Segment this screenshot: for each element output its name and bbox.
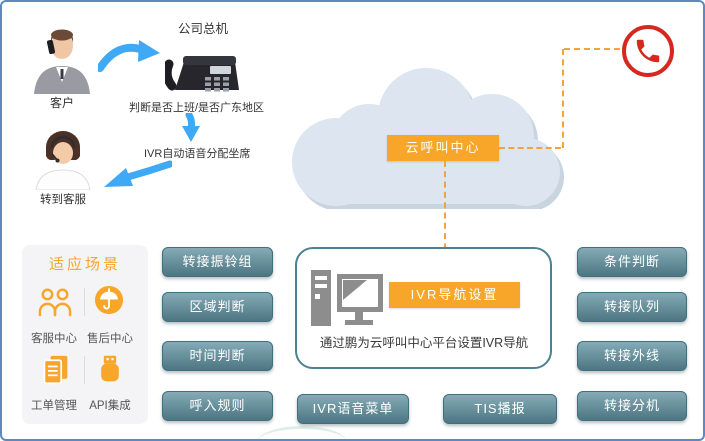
judge-text: 判断是否上班/是否广东地区 <box>129 102 265 114</box>
button-transfer-queue[interactable]: 转接队列 <box>577 292 687 322</box>
cloud-call-center-label: 云呼叫中心 <box>387 135 499 161</box>
desk-phone-icon <box>165 56 239 92</box>
dashed-connector <box>499 147 561 149</box>
button-transfer-extension[interactable]: 转接分机 <box>577 391 687 421</box>
switchboard-label: 公司总机 <box>177 22 228 36</box>
divider <box>84 356 85 384</box>
cloud-shape <box>292 68 564 209</box>
button-time-judgment[interactable]: 时间判断 <box>162 341 273 371</box>
ivr-nav-settings-label: IVR导航设置 <box>389 282 520 308</box>
scenario-label-service-center: 客服中心 <box>31 333 77 345</box>
button-inbound-rules[interactable]: 呼入规则 <box>162 391 273 421</box>
scenario-label-api-integration: API集成 <box>89 400 131 412</box>
customer-label: 客户 <box>49 96 74 110</box>
decorative-swoosh <box>257 426 347 439</box>
umbrella-icon <box>94 285 124 315</box>
scenario-title: 适应场景 <box>48 256 121 273</box>
computer-icon <box>311 270 383 326</box>
button-tis-broadcast[interactable]: TIS播报 <box>443 394 557 424</box>
usb-icon <box>101 355 119 382</box>
red-phone-icon <box>622 25 674 77</box>
dashed-connector <box>562 49 564 148</box>
scenario-label-ticket-mgmt: 工单管理 <box>31 400 77 412</box>
ivr-description: 通过鹏为云呼叫中心平台设置IVR导航 <box>319 336 529 350</box>
people-icon <box>38 288 72 317</box>
arrow-down-icon <box>182 113 200 142</box>
button-ivr-voice-menu[interactable]: IVR语音菜单 <box>297 394 409 424</box>
agent-photo <box>35 131 91 190</box>
document-icon <box>43 355 68 385</box>
button-condition-judgment[interactable]: 条件判断 <box>577 247 687 277</box>
customer-photo <box>34 29 90 94</box>
scenario-label-aftersales-center: 售后中心 <box>87 333 133 345</box>
ivr-assign-text: IVR自动语音分配坐席 <box>144 148 251 160</box>
button-transfer-ring-group[interactable]: 转接振铃组 <box>162 247 273 277</box>
arrow-customer-to-phone-icon <box>98 40 160 72</box>
divider <box>84 288 85 316</box>
dashed-connector <box>444 161 446 270</box>
button-area-judgment[interactable]: 区域判断 <box>162 292 273 322</box>
button-transfer-outside-line[interactable]: 转接外线 <box>577 341 687 371</box>
agent-label: 转到客服 <box>40 194 86 206</box>
arrow-to-agent-icon <box>104 160 172 187</box>
scenario-panel <box>22 245 148 424</box>
dashed-connector <box>564 48 620 50</box>
